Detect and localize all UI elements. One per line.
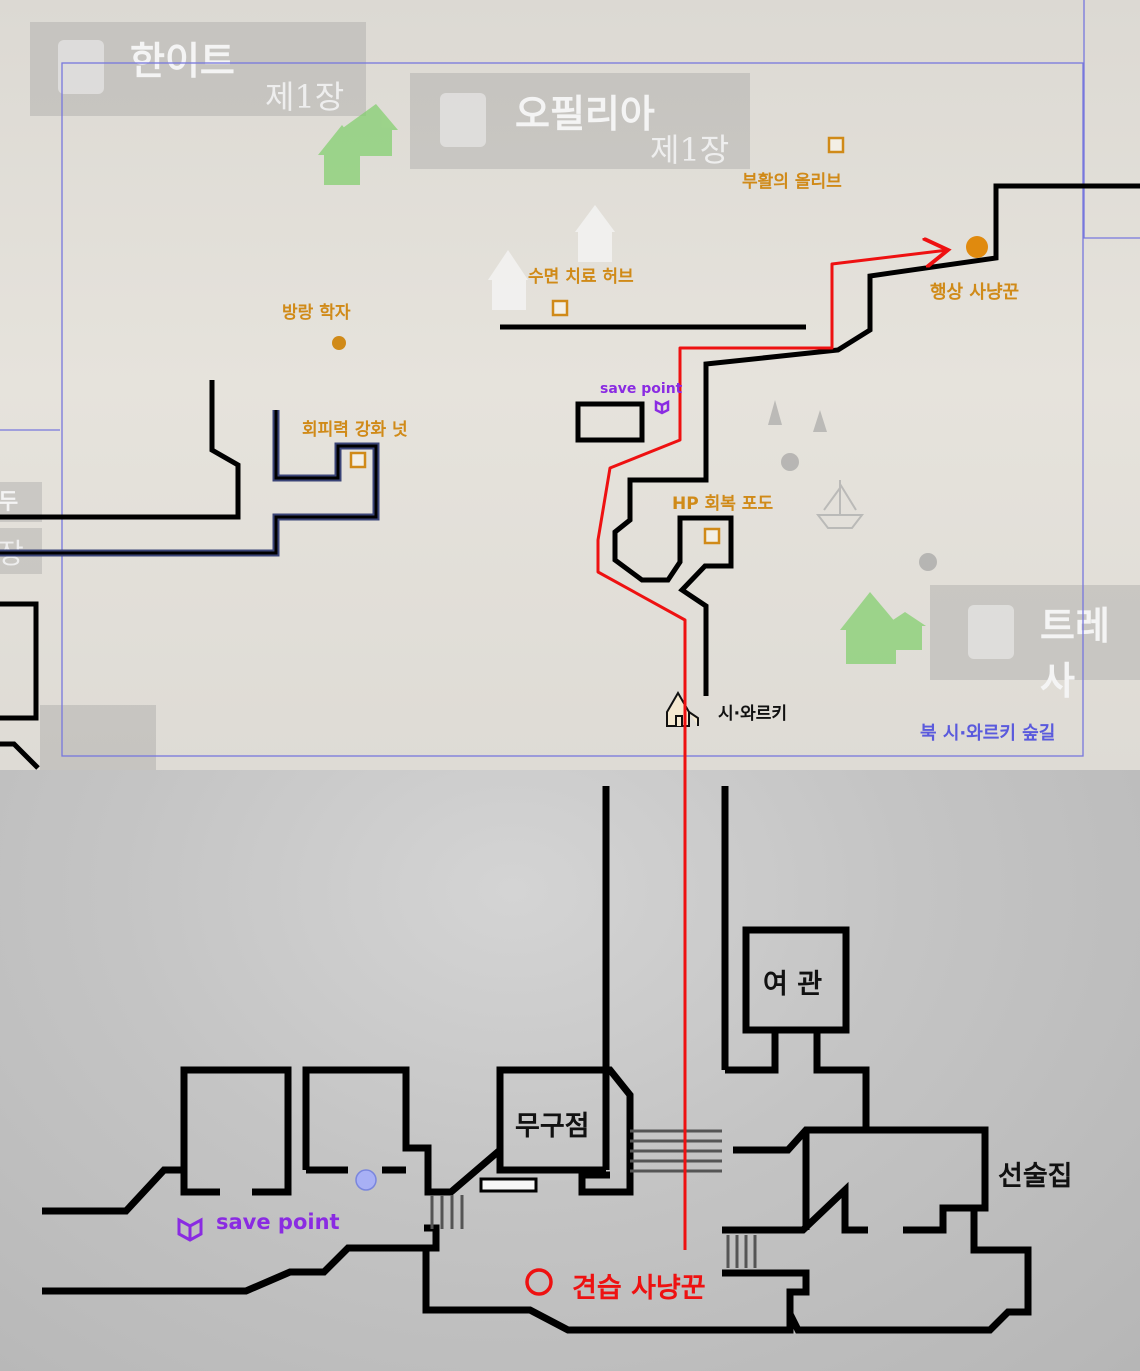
world-map-background <box>0 0 1140 770</box>
label-apprentice-hunter: 견습 사냥꾼 <box>572 1273 706 1304</box>
lower-walls <box>42 786 1032 1334</box>
town-gate-icon <box>666 691 699 727</box>
merchant-hunter-marker <box>966 236 988 258</box>
area-frame-right <box>1083 0 1140 239</box>
label-inn: 여 관 <box>763 969 823 1000</box>
label-sleep-herb: 수면 치료 허브 <box>528 267 634 287</box>
hanit-portrait-icon <box>58 40 104 94</box>
counter-bar <box>479 1177 538 1193</box>
label-area-name: 북 시·와르키 숲길 <box>920 723 1056 744</box>
label-wandering-scholar: 방랑 학자 <box>282 303 351 323</box>
label-revival-olive: 부활의 올리브 <box>742 172 842 192</box>
save-point-crystal-marker <box>355 1169 377 1191</box>
treasure-chest-icon <box>349 136 845 545</box>
save-point-book-icon <box>654 399 670 415</box>
church-icon <box>840 592 926 664</box>
scholar-marker <box>332 336 346 350</box>
label-town-save-point: save point <box>216 1210 340 1234</box>
banner-hanit-name: 한이트 <box>130 39 235 83</box>
stairs-icon <box>430 1129 757 1268</box>
label-hp-grape: HP 회복 포도 <box>672 494 774 514</box>
route-line <box>596 250 948 1250</box>
house-icon <box>318 104 398 185</box>
label-town: 시·와르키 <box>718 704 788 724</box>
town-silhouette-icon <box>488 205 615 310</box>
banner-tressa-name: 트레사 <box>1040 604 1110 703</box>
label-merchant-hunter: 행상 사냥꾼 <box>930 282 1020 303</box>
compass-icon <box>781 453 937 571</box>
tree-icon <box>768 400 827 432</box>
ship-icon <box>815 480 865 529</box>
ophilia-portrait-icon <box>440 93 486 147</box>
save-point-book-icon-town <box>177 1217 203 1242</box>
banner-ophilia-name: 오필리아 <box>515 92 655 136</box>
banner-ophilia-chapter: 제1장 <box>650 131 730 169</box>
apprentice-hunter-marker <box>525 1268 553 1296</box>
label-evasion-nut: 회피력 강화 넛 <box>302 420 408 440</box>
banner-left-1-text: 두 <box>0 490 19 515</box>
banner-left-3 <box>40 705 156 770</box>
banner-hanit: 한이트 제1장 <box>30 22 366 116</box>
tressa-portrait-icon <box>968 605 1014 659</box>
left-edge-walls <box>0 601 40 770</box>
label-weapon-shop: 무구점 <box>515 1111 590 1142</box>
banner-ophilia: 오필리아 제1장 <box>410 73 750 169</box>
area-frame <box>61 62 1084 757</box>
label-save-point: save point <box>600 381 683 397</box>
banner-hanit-chapter: 제1장 <box>265 78 345 116</box>
label-tavern: 선술집 <box>998 1161 1073 1192</box>
banner-tressa: 트레사 <box>930 585 1140 703</box>
upper-passage-blue <box>0 410 380 557</box>
upper-walls <box>0 183 1140 696</box>
